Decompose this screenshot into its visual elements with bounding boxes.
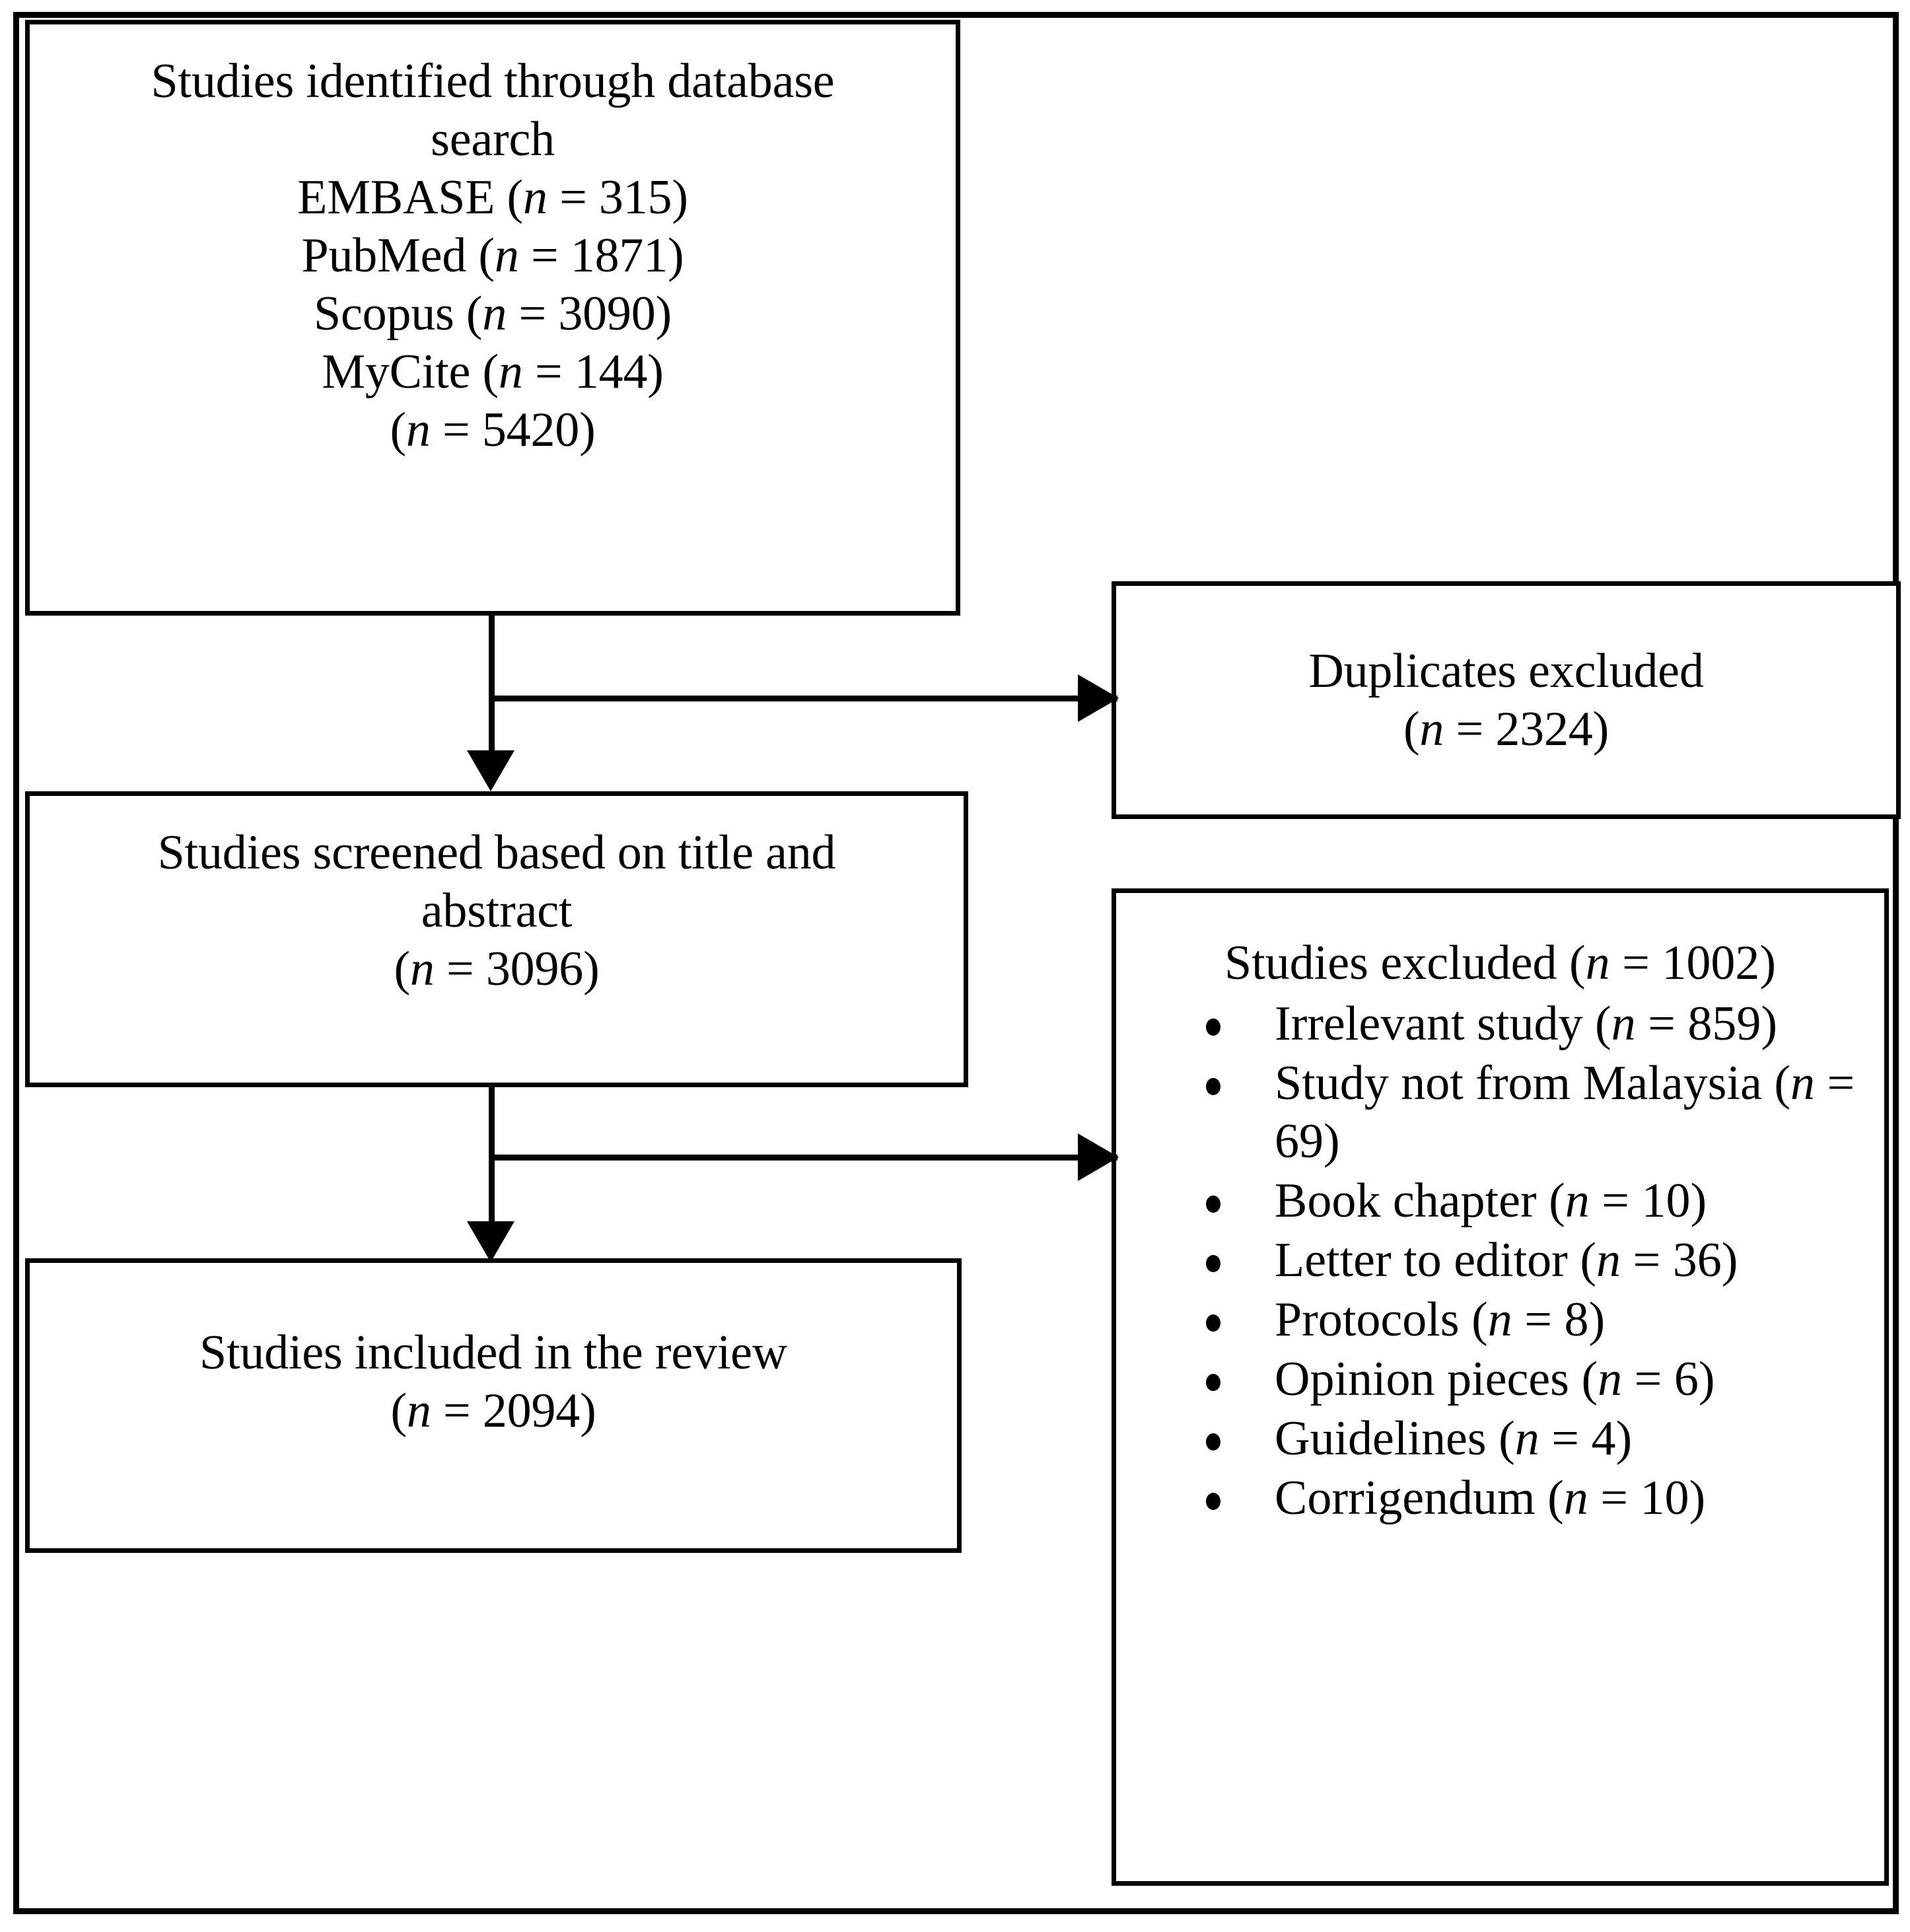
duplicates-line-1: Duplicates excluded (1308, 643, 1704, 698)
studies-identified-box: Studies identified through database sear… (25, 20, 960, 616)
excluded-count: (n = 1002) (1569, 936, 1777, 990)
connector-identified-to-screened-stem (489, 614, 495, 752)
studies-excluded-box: Studies excluded (n = 1002) Irrelevant s… (1112, 888, 1889, 1886)
reason-label: Corrigendum (1275, 1471, 1536, 1526)
list-item: Protocols (n = 8) (1201, 1291, 1872, 1349)
arrow-right-icon (1078, 674, 1119, 722)
list-item: Corrigendum (n = 10) (1201, 1469, 1872, 1527)
identified-source-pubmed: PubMed (n = 1871) (301, 229, 684, 283)
identified-line-1: Studies identified through database (151, 54, 835, 108)
list-item: Study not from Malaysia (n = 69) (1201, 1054, 1872, 1170)
reason-count: 859 (1687, 997, 1761, 1052)
reason-count: 6 (1674, 1352, 1699, 1407)
reason-label: Opinion pieces (1275, 1352, 1569, 1407)
identified-line-2: search (431, 112, 555, 167)
studies-included-box: Studies included in the review (n = 2094… (25, 1258, 962, 1553)
studies-screened-box: Studies screened based on title and abst… (25, 791, 968, 1087)
arrow-down-icon (467, 750, 514, 791)
reason-count: 36 (1672, 1233, 1722, 1288)
arrow-right-icon (1078, 1133, 1119, 1181)
identified-source-embase: EMBASE (n = 315) (297, 170, 688, 225)
studies-excluded-heading: Studies excluded (n = 1002) (1116, 934, 1884, 992)
reason-count: 8 (1564, 1293, 1589, 1347)
reason-label: Letter to editor (1275, 1233, 1568, 1288)
studies-screened-text: Studies screened based on title and abst… (30, 824, 964, 998)
screened-line-2: abstract (421, 884, 573, 939)
list-item: Guidelines (n = 4) (1201, 1410, 1872, 1468)
identified-total: (n = 5420) (390, 403, 596, 458)
list-item: Opinion pieces (n = 6) (1201, 1350, 1872, 1408)
studies-identified-text: Studies identified through database sear… (30, 52, 956, 459)
duplicates-count: (n = 2324) (1403, 702, 1609, 756)
identified-source-scopus: Scopus (n = 3090) (314, 287, 672, 341)
list-item: Letter to editor (n = 36) (1201, 1231, 1872, 1289)
list-item: Book chapter (n = 10) (1201, 1172, 1872, 1230)
studies-included-text: Studies included in the review (n = 2094… (30, 1324, 957, 1440)
arrow-down-icon (467, 1221, 514, 1262)
reason-label: Guidelines (1275, 1412, 1487, 1466)
identified-source-mycite: MyCite (n = 144) (322, 345, 664, 400)
duplicates-excluded-text: Duplicates excluded (n = 2324) (1116, 642, 1896, 758)
reason-count: 10 (1640, 1471, 1689, 1526)
reason-label: Study not from Malaysia (1275, 1056, 1762, 1111)
duplicates-excluded-box: Duplicates excluded (n = 2324) (1112, 581, 1901, 819)
screened-count: (n = 3096) (394, 942, 600, 997)
list-item: Irrelevant study (n = 859) (1201, 995, 1872, 1053)
screened-line-1: Studies screened based on title and (157, 826, 836, 880)
reason-count: 10 (1641, 1174, 1691, 1229)
connector-identified-to-duplicates-line (491, 696, 1117, 701)
included-line-1: Studies included in the review (199, 1326, 788, 1380)
connector-screened-to-included-stem (489, 1085, 495, 1223)
reason-label: Book chapter (1275, 1174, 1537, 1229)
reason-count: 4 (1591, 1412, 1616, 1466)
reason-label: Irrelevant study (1275, 997, 1583, 1052)
connector-screened-to-excluded-line (491, 1155, 1117, 1161)
included-count: (n = 2094) (390, 1384, 596, 1439)
reason-count: 69 (1275, 1114, 1324, 1169)
exclusion-reason-list: Irrelevant study (n = 859) Study not fro… (1116, 995, 1884, 1528)
reason-label: Protocols (1275, 1293, 1460, 1347)
excluded-line-1: Studies excluded (1224, 936, 1557, 990)
